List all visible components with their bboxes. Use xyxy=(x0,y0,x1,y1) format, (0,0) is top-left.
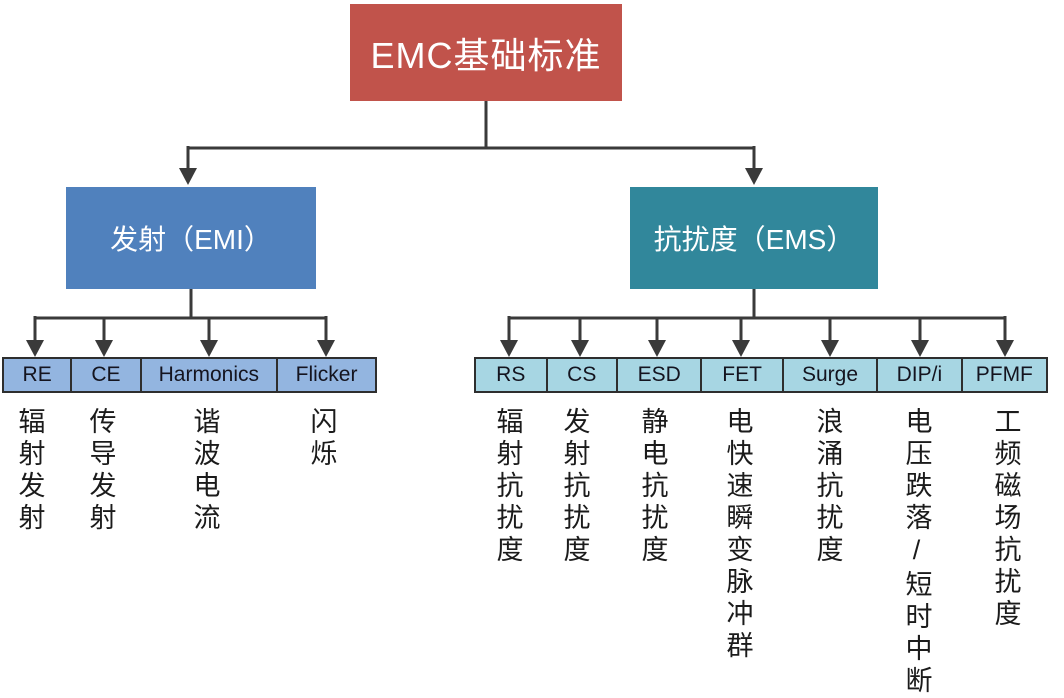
node-emc-basic-standards: EMC基础标准 xyxy=(350,4,622,101)
label-surge-immunity: 浪涌抗扰度 xyxy=(812,407,843,567)
label-conducted-emission: 传导发射 xyxy=(85,407,116,535)
cell-re: RE xyxy=(22,363,52,386)
label-conducted-immunity: 发射抗扰度 xyxy=(559,407,590,567)
cell-ce: CE xyxy=(70,359,139,391)
cell-cs: CS xyxy=(545,359,617,391)
cell-fet: FET xyxy=(700,359,781,391)
emi-standards-row: RE CE Harmonics Flicker xyxy=(2,357,377,393)
label-voltage-dips: 电压跌落/短时中断 xyxy=(901,407,932,698)
label-harmonic-current: 谐波电流 xyxy=(189,407,220,535)
connector-arrows xyxy=(26,100,1014,357)
label-eft-burst: 电快速瞬变脉冲群 xyxy=(722,407,753,663)
cell-flicker: Flicker xyxy=(276,359,375,391)
label-flicker: 闪烁 xyxy=(306,407,337,471)
node-immunity-ems: 抗扰度（EMS） xyxy=(630,187,878,289)
ems-standards-row: RS CS ESD FET Surge DIP/i PFMF xyxy=(474,357,1048,393)
cell-pfmf: PFMF xyxy=(960,359,1046,391)
label-radiated-immunity: 辐射抗扰度 xyxy=(492,407,523,567)
label-radiated-emission: 辐射发射 xyxy=(14,407,45,535)
node-emission-emi: 发射（EMI） xyxy=(66,187,316,289)
emc-standards-diagram: EMC基础标准 发射（EMI） 抗扰度（EMS） RE CE Harmonics… xyxy=(2,4,1048,698)
cell-rs: RS xyxy=(496,363,526,386)
cell-esd: ESD xyxy=(616,359,700,391)
cell-harmonics: Harmonics xyxy=(139,359,277,391)
cell-dip: DIP/i xyxy=(876,359,960,391)
label-power-freq-magnetic: 工频磁场抗扰度 xyxy=(990,407,1021,631)
label-esd-immunity: 静电抗扰度 xyxy=(637,407,668,567)
cell-surge: Surge xyxy=(781,359,876,391)
